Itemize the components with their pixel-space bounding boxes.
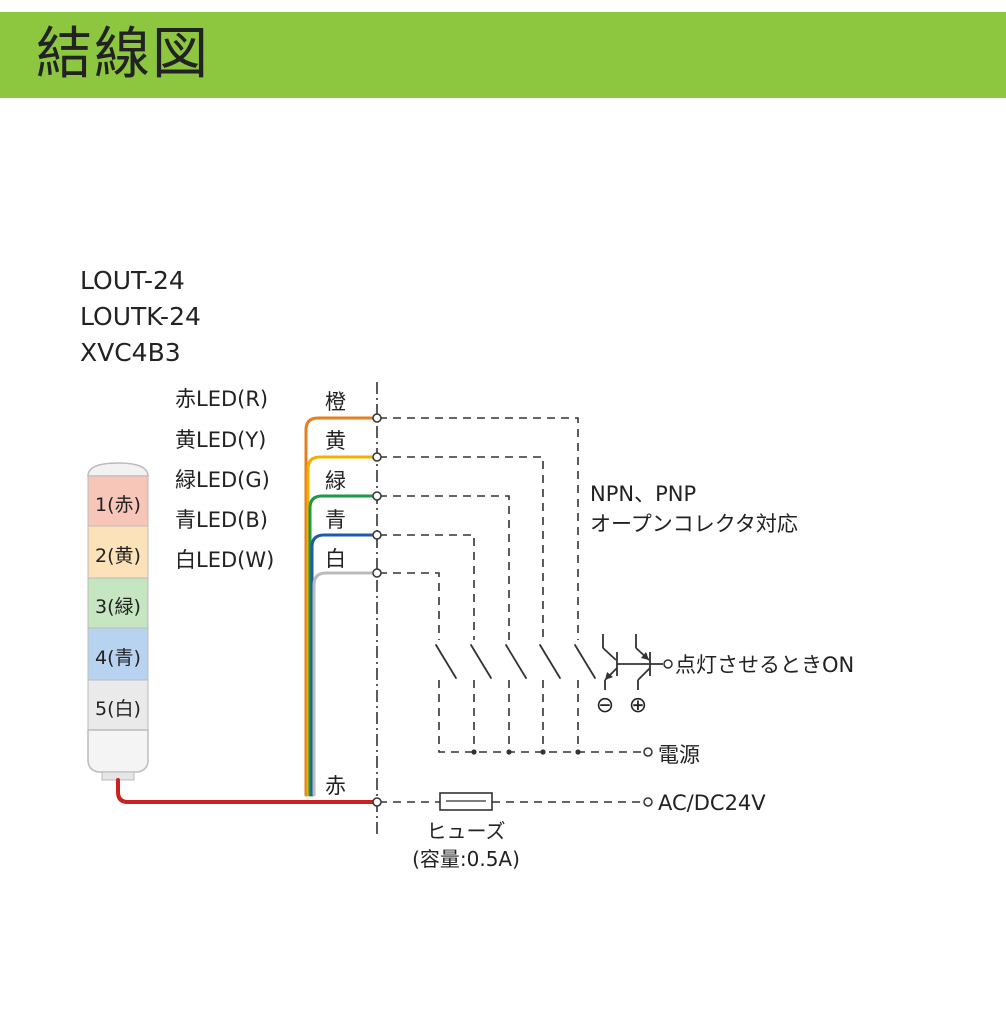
signal-line-white xyxy=(379,572,440,640)
switch-note: 点灯させるときON xyxy=(675,653,854,677)
signal-line-blue xyxy=(379,534,475,640)
npn-arrow xyxy=(605,672,613,680)
terminal-yellow xyxy=(372,452,382,462)
terminal-supply xyxy=(643,797,653,807)
tower-tier-5 xyxy=(87,679,149,731)
model-name: LOUTK-24 xyxy=(80,302,201,331)
wire-label-yellow: 黄 xyxy=(325,429,346,453)
tower-cap xyxy=(87,462,149,477)
tier-label-4: 4(青) xyxy=(95,647,141,669)
transistor-symbols xyxy=(602,634,663,690)
plus-symbol: ⊕ xyxy=(629,693,647,718)
switch-blade xyxy=(470,644,492,679)
terminal-orange xyxy=(372,413,382,423)
power-label: 電源 xyxy=(658,743,700,767)
npn-collector xyxy=(602,647,617,661)
switch-blade xyxy=(435,644,457,679)
signal-lines xyxy=(379,417,643,803)
model-name: XVC4B3 xyxy=(80,338,181,367)
terminals xyxy=(372,413,673,807)
terminal-green xyxy=(372,491,382,501)
switch-blade xyxy=(539,644,561,679)
wire-label-blue: 青 xyxy=(325,508,346,532)
wire-red xyxy=(116,778,377,804)
tier-label-2: 2(黄) xyxy=(95,545,141,567)
signal-line-green xyxy=(379,495,510,640)
header-bar: 結線図 xyxy=(0,12,1006,98)
wire-blue xyxy=(310,533,377,797)
wire-green xyxy=(308,494,377,797)
fuse-capacity: (容量:0.5A) xyxy=(412,847,520,871)
terminal-white xyxy=(372,568,382,578)
signal-line-orange xyxy=(379,417,579,640)
junction-dots xyxy=(471,749,581,755)
wire-yellow xyxy=(306,455,377,797)
tower-tier-3 xyxy=(87,577,149,629)
transistor-note-line2: オープンコレクタ対応 xyxy=(590,512,798,536)
led-label-blue: 青LED(B) xyxy=(175,508,268,532)
wire-bundle xyxy=(116,416,377,804)
terminal-power xyxy=(643,747,653,757)
wire-orange xyxy=(304,416,377,797)
supply-label: AC/DC24V xyxy=(658,791,766,815)
wire-label-red: 赤 xyxy=(325,774,346,798)
switch-blade xyxy=(574,644,596,679)
minus-symbol: ⊖ xyxy=(596,693,614,718)
led-label-yellow: 黄LED(Y) xyxy=(175,428,266,452)
transistor-note-line1: NPN、PNP xyxy=(590,482,696,506)
wire-label-green: 緑 xyxy=(325,469,346,493)
pnp-collector xyxy=(637,667,651,681)
model-name: LOUT-24 xyxy=(80,266,185,295)
pnp-arrow xyxy=(641,652,649,660)
wire-label-orange: 橙 xyxy=(325,390,346,414)
terminal-red xyxy=(372,797,382,807)
tower-tier-2 xyxy=(87,525,149,579)
page-title: 結線図 xyxy=(36,22,210,87)
led-label-white: 白LED(W) xyxy=(175,548,274,572)
terminal-blue xyxy=(372,530,382,540)
led-label-red: 赤LED(R) xyxy=(175,387,268,411)
tier-label-3: 3(緑) xyxy=(95,596,141,618)
tower-tier-4 xyxy=(87,627,149,681)
fuse-label: ヒューズ xyxy=(427,819,506,843)
tower-base xyxy=(87,729,149,773)
wire-white xyxy=(312,571,377,797)
power-bus-line xyxy=(438,680,643,753)
led-label-green: 緑LED(G) xyxy=(175,468,270,492)
transistor-arrows xyxy=(605,652,649,680)
switch-blade xyxy=(505,644,527,679)
tier-label-1: 1(赤) xyxy=(95,494,141,516)
wire-label-white: 白 xyxy=(325,547,346,571)
switches xyxy=(435,644,596,679)
signal-line-yellow xyxy=(379,456,544,640)
terminal-switch-on xyxy=(663,659,673,669)
signal-tower: 1(赤) 2(黄) 3(緑) 4(青) 5(白) xyxy=(87,462,149,781)
tier-label-5: 5(白) xyxy=(95,698,141,720)
